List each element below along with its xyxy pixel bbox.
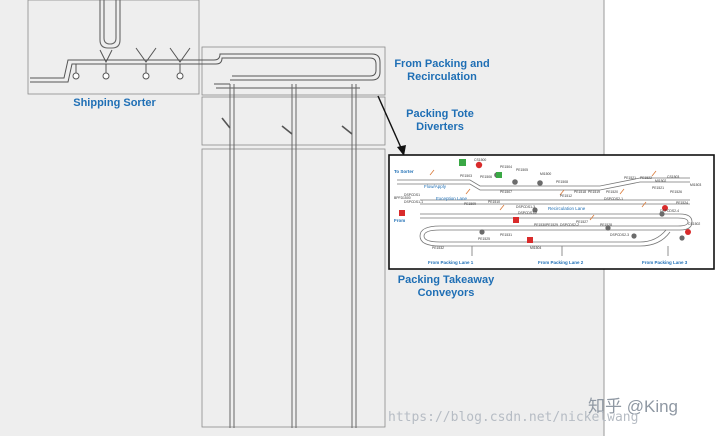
device-tag: PE1525 [478, 237, 490, 241]
device-tag: PE1520 [606, 190, 618, 194]
device-tag: CS1500 [474, 158, 486, 162]
takeaway-lanes [229, 84, 357, 428]
device-tag: PE1527 [576, 220, 588, 224]
shipping-sorter-box [27, 0, 200, 95]
status-red-2 [685, 229, 691, 235]
device-tag: PE1507 [500, 190, 512, 194]
recirculation-box [201, 46, 386, 96]
device-tag: MI1500 [540, 172, 551, 176]
device-tag: PE1521 [624, 176, 636, 180]
device-tag: DSPCDS2-4 [660, 209, 679, 213]
inset-flow-apply: Flow/Apply [424, 184, 447, 189]
inset-from: From [394, 218, 405, 223]
device-tag: DSPCDS2-2 [560, 223, 579, 227]
inset-devices [399, 159, 691, 243]
motor-9 [679, 235, 685, 241]
device-tag: PE1510 [488, 200, 500, 204]
tote-diverter-arms [221, 117, 353, 135]
from-packing-line1: From Packing and [394, 58, 490, 70]
inset-recirculation-lane: Recirculation Lane [548, 206, 586, 211]
url-watermark: https://blog.csdn.net/nickelwang [388, 410, 639, 425]
device-tag: DSPCDS1 [404, 193, 420, 197]
motor-8 [659, 211, 665, 217]
device-tag: PE1505 [516, 168, 528, 172]
sorter-wheels [72, 72, 184, 80]
sorter-conveyor [30, 59, 200, 83]
fault-3 [527, 237, 533, 243]
takeaway-line2: Conveyors [417, 287, 475, 299]
takeaway-box [201, 148, 386, 428]
device-tag: PE1521 [652, 186, 664, 190]
device-tag: MI1503 [690, 183, 701, 187]
device-tag: DSPCDS2-3 [610, 233, 629, 237]
device-tag: PE1532 [432, 246, 444, 250]
device-tag: PE1518 [574, 190, 586, 194]
tote-diverters-line2: Diverters [416, 121, 464, 133]
status-red [475, 161, 483, 169]
zhihu-watermark: 知乎 @King [588, 397, 679, 416]
device-tag: PE1509 [464, 202, 476, 206]
device-tag: PE1504 [500, 165, 512, 169]
shipping-sorter-label: Shipping Sorter [73, 97, 156, 109]
from-packing-label: From Packing and Recirculation [388, 58, 496, 84]
motor-4 [479, 229, 485, 235]
inset-lane2: From Packing Lane 2 [538, 260, 584, 265]
tote-diverters-label: Packing Tote Diverters [392, 108, 488, 134]
inset-conveyors [397, 177, 693, 256]
sorter-chutes [99, 0, 121, 49]
device-tag: DSPCDS1-3 [516, 205, 535, 209]
status-green-2 [496, 172, 502, 178]
motor-3 [537, 180, 543, 186]
tote-diverters-line1: Packing Tote [406, 108, 474, 120]
fault-1 [399, 210, 405, 216]
status-red-3 [662, 205, 668, 211]
inset-lane3: From Packing Lane 3 [642, 260, 688, 265]
tote-diverters-box [201, 96, 386, 146]
device-tag: PE1529 [546, 223, 558, 227]
device-tag: CS1503 [667, 175, 679, 179]
device-tag: CS1502 [688, 222, 700, 226]
device-tag: DSPCDS2-1 [604, 197, 623, 201]
device-tag: DSPCDS1-2 [518, 211, 537, 215]
device-tag: DSPCDS1-1 [404, 200, 423, 204]
from-packing-line2: Recirculation [407, 71, 477, 83]
motor-5 [532, 207, 538, 213]
device-tag: PE1524 [676, 201, 688, 205]
device-tag: PE1531 [500, 233, 512, 237]
motor-7 [631, 233, 637, 239]
takeaway-label: Packing Takeaway Conveyors [392, 274, 500, 300]
device-tag: BPFD1500 [394, 196, 411, 200]
sorter-diverters [75, 47, 191, 74]
device-tag: MI1502 [655, 179, 666, 183]
device-tag: PE1519 [588, 190, 600, 194]
device-tag: PE1522 [640, 176, 652, 180]
motor-2 [512, 179, 518, 185]
photo-eyes [429, 169, 657, 221]
device-tag: PE1506 [480, 175, 492, 179]
status-green [459, 159, 466, 166]
fault-2 [513, 217, 519, 223]
device-tag: PE1526 [670, 190, 682, 194]
device-tag: PE1528 [600, 223, 612, 227]
recirculation-loop [200, 53, 381, 89]
takeaway-line1: Packing Takeaway [397, 274, 495, 286]
inset-to-sorter: To Sorter [394, 169, 414, 174]
motor-6 [605, 225, 611, 231]
device-tag: PE1512 [560, 194, 572, 198]
device-tag: MI1504 [530, 246, 541, 250]
device-tag: PE1508 [556, 180, 568, 184]
device-tag: PE1503 [460, 174, 472, 178]
inset-lane1: From Packing Lane 1 [428, 260, 474, 265]
device-tag: PE1530 [534, 223, 546, 227]
callout-arrow [377, 95, 406, 156]
inset-exception-lane: Exception Lane [436, 196, 468, 201]
